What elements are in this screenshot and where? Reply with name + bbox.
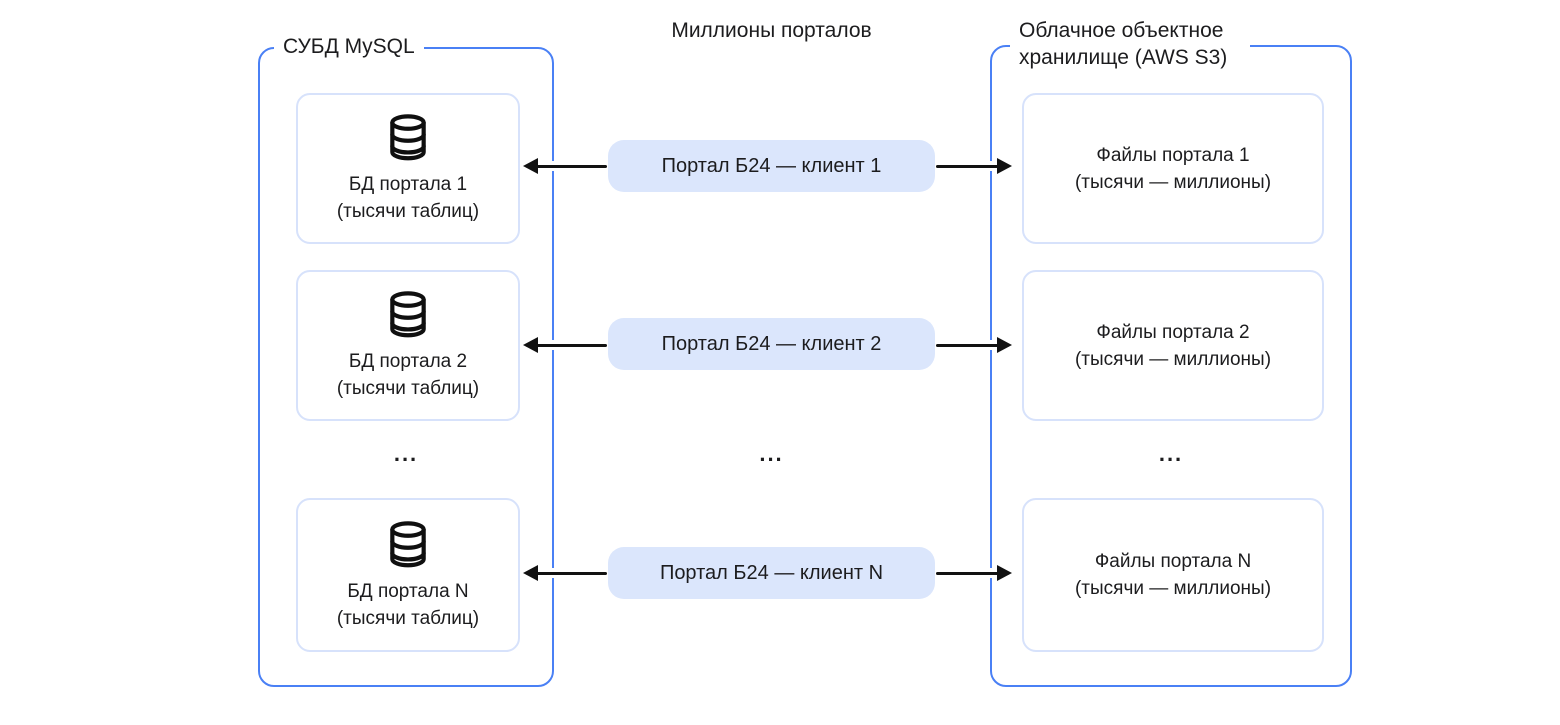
db-card-title: БД портала 2 <box>348 351 468 372</box>
arrow-left-rown <box>523 565 610 581</box>
database-icon <box>390 114 426 161</box>
files-card-1: Файлы портала 1 (тысячи — миллионы) <box>1022 93 1324 244</box>
portal-pill-n: Портал Б24 — клиент N <box>608 547 935 599</box>
arrowhead-left-icon <box>523 565 538 581</box>
files-card-subtitle: (тысячи — миллионы) <box>1074 578 1272 599</box>
mysql-group-label: СУБД MySQL <box>274 33 424 60</box>
files-card-title: Файлы портала N <box>1094 551 1252 572</box>
files-card-2: Файлы портала 2 (тысячи — миллионы) <box>1022 270 1324 421</box>
portal-pill-label: Портал Б24 — клиент 2 <box>661 332 882 355</box>
portals-column-title: Миллионы порталов <box>671 19 872 42</box>
s3-group-label: Облачное объектное хранилище (AWS S3) <box>1010 17 1250 71</box>
db-card-subtitle: (тысячи таблиц) <box>336 378 480 399</box>
files-card-title: Файлы портала 1 <box>1096 144 1250 166</box>
db-card-title: БД портала 1 <box>348 174 468 195</box>
portal-pill-1: Портал Б24 — клиент 1 <box>608 140 935 192</box>
files-card-subtitle: (тысячи — миллионы) <box>1074 348 1272 370</box>
database-icon <box>390 291 426 338</box>
arrow-right-row2 <box>933 337 1012 353</box>
portal-column-ellipsis: ... <box>759 441 784 466</box>
db-card-subtitle: (тысячи таблиц) <box>336 607 480 629</box>
files-card-subtitle: (тысячи — миллионы) <box>1074 171 1272 193</box>
arrowhead-right-icon <box>997 337 1012 353</box>
arrowhead-left-icon <box>523 158 538 174</box>
db-card-subtitle: (тысячи таблиц) <box>336 201 480 222</box>
db-card-2: БД портала 2 (тысячи таблиц) <box>296 270 520 421</box>
arrowhead-right-icon <box>997 565 1012 581</box>
files-card-n: Файлы портала N (тысячи — миллионы) <box>1022 498 1324 652</box>
arrow-right-rown <box>933 565 1012 581</box>
arrow-right-row1 <box>933 158 1012 174</box>
arrowhead-left-icon <box>523 337 538 353</box>
arrow-left-row1 <box>523 158 610 174</box>
portal-pill-2: Портал Б24 — клиент 2 <box>608 318 935 370</box>
arrowhead-right-icon <box>997 158 1012 174</box>
db-card-1: БД портала 1 (тысячи таблиц) <box>296 93 520 244</box>
portal-pill-label: Портал Б24 — клиент 1 <box>661 154 882 177</box>
portal-pill-label: Портал Б24 — клиент N <box>659 561 884 584</box>
db-card-title: БД портала N <box>347 580 469 602</box>
files-column-ellipsis: ... <box>1158 441 1184 466</box>
files-card-title: Файлы портала 2 <box>1096 321 1250 343</box>
database-icon <box>390 520 426 567</box>
db-column-ellipsis: ... <box>393 441 419 466</box>
db-card-n: БД портала N (тысячи таблиц) <box>296 498 520 652</box>
arrow-left-row2 <box>523 337 610 353</box>
